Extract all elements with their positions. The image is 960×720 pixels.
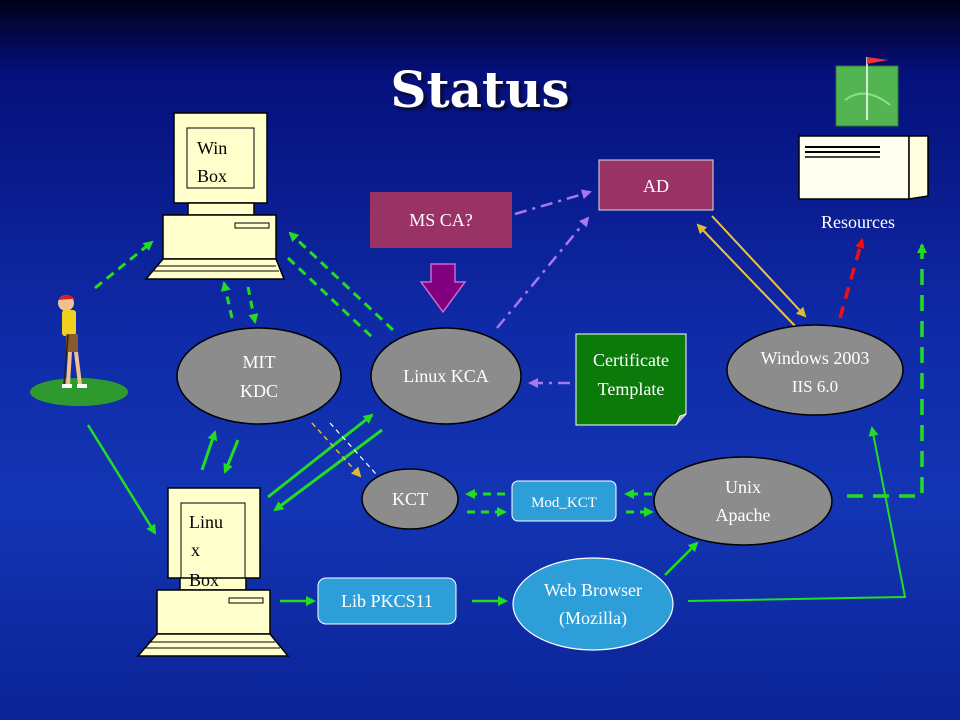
arrow-kdc-winbox — [220, 281, 234, 319]
windows-iis-label-1: Windows 2003 — [761, 348, 870, 368]
cert-template-label-2: Template — [598, 379, 665, 399]
arrow-linuxbox-kca — [267, 413, 374, 499]
mit-kdc-label-1: MIT — [243, 352, 276, 372]
arrow-golfer-linuxbox — [86, 424, 157, 535]
arrow-ad-iis — [711, 215, 807, 318]
ms-ca-label: MS CA? — [409, 210, 473, 230]
linux-kca-label: Linux KCA — [403, 366, 489, 386]
linux-box-label-2: x — [191, 540, 200, 560]
win-box-label-2: Box — [197, 166, 227, 186]
arrow-msca-ad — [514, 189, 592, 216]
win-box-computer: Win Box — [144, 112, 286, 280]
arrow-kdc-kct — [311, 422, 362, 478]
linux-box-label-3: Box — [189, 570, 219, 590]
arrow-msca-kca — [419, 263, 467, 314]
mod-kct-label: Mod_KCT — [531, 495, 597, 511]
linux-kca-node — [370, 327, 522, 425]
mit-kdc-node — [176, 327, 342, 425]
kct-node — [361, 468, 459, 530]
arrow-kca-winbox — [288, 231, 395, 332]
kct-label: KCT — [392, 489, 428, 509]
windows-iis-label-2: IIS 6.0 — [792, 377, 838, 396]
linux-box-computer: Linu x Box — [136, 487, 290, 657]
arrow-browser-apache — [664, 541, 699, 576]
windows-iis-node — [726, 324, 904, 416]
arrow-winbox-kdc — [246, 286, 259, 324]
lib-pkcs11-label: Lib PKCS11 — [341, 591, 433, 611]
unix-apache-label-2: Apache — [716, 505, 771, 525]
arrow-kdc-linuxbox — [223, 439, 240, 474]
unix-apache-node — [653, 456, 833, 546]
web-browser-label-2: (Mozilla) — [559, 608, 627, 629]
arrow-winbox-kca — [286, 256, 375, 340]
ms-ca-box — [370, 192, 512, 248]
unix-apache-label-1: Unix — [725, 477, 761, 497]
arrow-kca-ad — [496, 216, 590, 329]
web-browser-node — [512, 557, 674, 651]
arrow-kca-kct — [329, 422, 377, 475]
web-browser-label-1: Web Browser — [544, 580, 642, 600]
arrow-apache-resources — [847, 243, 927, 498]
ad-box — [598, 159, 714, 211]
arrow-linuxbox-kdc — [200, 430, 218, 471]
mod-kct-box — [511, 480, 617, 522]
arrow-kca-linuxbox — [273, 428, 383, 512]
arrow-iis-ad — [696, 223, 797, 328]
resources-label: Resources — [821, 212, 895, 232]
arrow-browser-iis — [687, 426, 907, 602]
lib-pkcs11-box — [317, 577, 457, 625]
win-box-label-1: Win — [197, 138, 227, 158]
cert-template-label-1: Certificate — [593, 350, 669, 370]
arrow-iis-resources — [838, 238, 865, 319]
resources-icon — [798, 57, 929, 200]
linux-box-label-1: Linu — [189, 512, 223, 532]
arrow-golfer-winbox — [94, 240, 154, 290]
page-title: Status — [390, 60, 570, 119]
ad-label: AD — [643, 176, 669, 196]
golfer-icon — [30, 294, 128, 406]
mit-kdc-label-2: KDC — [240, 381, 278, 401]
